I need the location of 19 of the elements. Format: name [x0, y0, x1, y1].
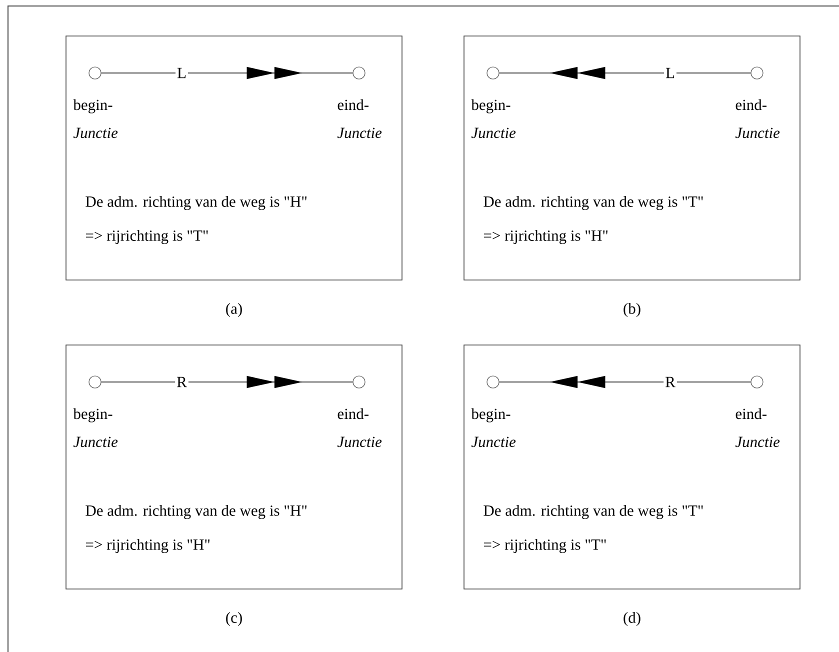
junction-label: eind- Junctie	[735, 408, 780, 448]
junction-label: eind- Junctie	[337, 408, 382, 448]
junction-label: begin- Junctie	[73, 408, 118, 448]
panel-caption: (c)	[226, 612, 242, 626]
edge-label: R	[664, 375, 677, 389]
junction-label: begin- Junctie	[73, 99, 118, 138]
panel-caption: (b)	[624, 302, 640, 318]
arrow	[498, 66, 752, 80]
edge-label: R	[175, 375, 188, 389]
arrow	[498, 376, 752, 388]
junction-label: eind- Junctie	[735, 99, 780, 138]
edge-label: L	[176, 66, 188, 80]
edge-label: L	[664, 66, 676, 80]
junction-label: begin- Junctie	[471, 408, 516, 448]
arrow	[100, 66, 354, 80]
panel-caption: (a)	[226, 302, 242, 318]
junction-label: eind- Junctie	[337, 99, 382, 138]
panel-caption: (d)	[624, 612, 640, 626]
junction-label: begin- Junctie	[471, 99, 516, 138]
